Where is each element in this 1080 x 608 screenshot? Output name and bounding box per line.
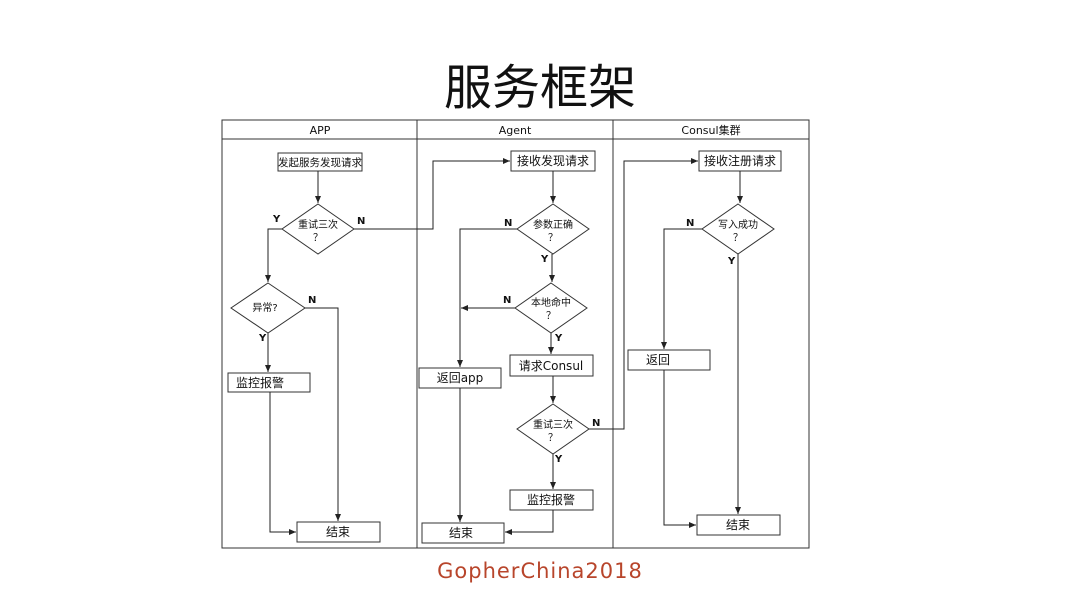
arrow-write-no-to-return xyxy=(661,228,702,349)
agent-request-label: 请求Consul xyxy=(519,359,584,373)
agent-local-yes-label: Y xyxy=(554,333,563,344)
arrow-retry-yes-to-error xyxy=(265,228,282,282)
consul-end-label: 结束 xyxy=(726,518,750,532)
app-start-box: 发起服务发现请求 xyxy=(277,152,363,172)
arrow-alarm-to-end xyxy=(505,510,554,535)
app-end-box: 结束 xyxy=(296,521,381,543)
consul-write-no-label: N xyxy=(686,218,694,229)
agent-retry-label: 重试三次 xyxy=(533,418,573,431)
agent-connectors xyxy=(457,158,698,535)
agent-param-no-label: N xyxy=(504,218,512,229)
consul-write-yes-label: Y xyxy=(727,256,736,267)
arrow-retry-no-to-agent xyxy=(354,158,510,230)
app-retry-no-label: N xyxy=(357,216,365,227)
arrow-retry-no-to-consul xyxy=(589,158,698,430)
app-error-diamond: 异常? xyxy=(230,282,306,334)
app-error-label: 异常? xyxy=(252,301,277,314)
consul-connectors xyxy=(661,171,743,528)
app-end-label: 结束 xyxy=(326,525,350,539)
app-retry-diamond: 重试三次 ？ xyxy=(281,203,355,255)
agent-local-diamond: 本地命中 ？ xyxy=(514,282,588,334)
consul-write-question: ？ xyxy=(733,233,743,244)
consul-receive-box: 接收注册请求 xyxy=(698,150,782,172)
agent-param-diamond: 参数正确 ？ xyxy=(516,203,590,255)
consul-end-box: 结束 xyxy=(696,514,781,536)
agent-return-app-label: 返回app xyxy=(437,371,484,385)
agent-param-question: ？ xyxy=(548,233,558,244)
agent-return-app-box: 返回app xyxy=(418,367,502,389)
app-retry-label: 重试三次 xyxy=(298,218,338,231)
arrow-param-no-to-return xyxy=(457,228,517,367)
lane-header-agent: Agent xyxy=(499,124,532,137)
agent-retry-question: ？ xyxy=(548,433,558,444)
agent-receive-label: 接收发现请求 xyxy=(517,153,589,168)
lane-header-app: APP xyxy=(310,124,331,137)
agent-alarm-label: 监控报警 xyxy=(527,492,575,507)
agent-param-label: 参数正确 xyxy=(533,218,573,231)
agent-local-no-label: N xyxy=(503,295,511,306)
app-alarm-label: 监控报警 xyxy=(236,375,284,390)
arrow-return-to-end xyxy=(663,370,696,528)
app-alarm-box: 监控报警 xyxy=(227,372,311,393)
consul-write-diamond: 写入成功 ？ xyxy=(701,203,775,255)
agent-retry-diamond: 重试三次 ？ xyxy=(516,403,590,455)
agent-end-box: 结束 xyxy=(421,522,505,544)
app-error-yes-label: Y xyxy=(258,333,267,344)
agent-alarm-box: 监控报警 xyxy=(509,489,594,511)
swimlane-frame xyxy=(221,119,810,549)
app-retry-question: ？ xyxy=(313,233,323,244)
app-start-label: 发起服务发现请求 xyxy=(278,156,362,169)
slide-title: 服务框架 xyxy=(443,60,636,116)
agent-receive-box: 接收发现请求 xyxy=(510,150,596,172)
agent-request-box: 请求Consul xyxy=(509,354,594,377)
agent-local-label: 本地命中 xyxy=(531,296,571,309)
app-retry-yes-label: Y xyxy=(272,214,281,225)
consul-return-label: 返回 xyxy=(646,353,670,367)
lane-header-consul: Consul集群 xyxy=(681,123,740,137)
app-connectors xyxy=(265,158,510,535)
consul-return-box: 返回 xyxy=(627,349,711,371)
arrow-error-no-to-end xyxy=(305,307,341,521)
consul-receive-label: 接收注册请求 xyxy=(704,153,776,168)
agent-local-question: ？ xyxy=(546,311,556,322)
agent-retry-yes-label: Y xyxy=(554,454,563,465)
agent-end-label: 结束 xyxy=(449,526,473,540)
footer-brand: GopherChina2018 xyxy=(437,559,643,583)
agent-param-yes-label: Y xyxy=(540,254,549,265)
consul-write-label: 写入成功 xyxy=(718,219,758,231)
agent-retry-no-label: N xyxy=(592,418,600,429)
app-error-no-label: N xyxy=(308,295,316,306)
arrow-alarm-to-end xyxy=(269,392,296,535)
